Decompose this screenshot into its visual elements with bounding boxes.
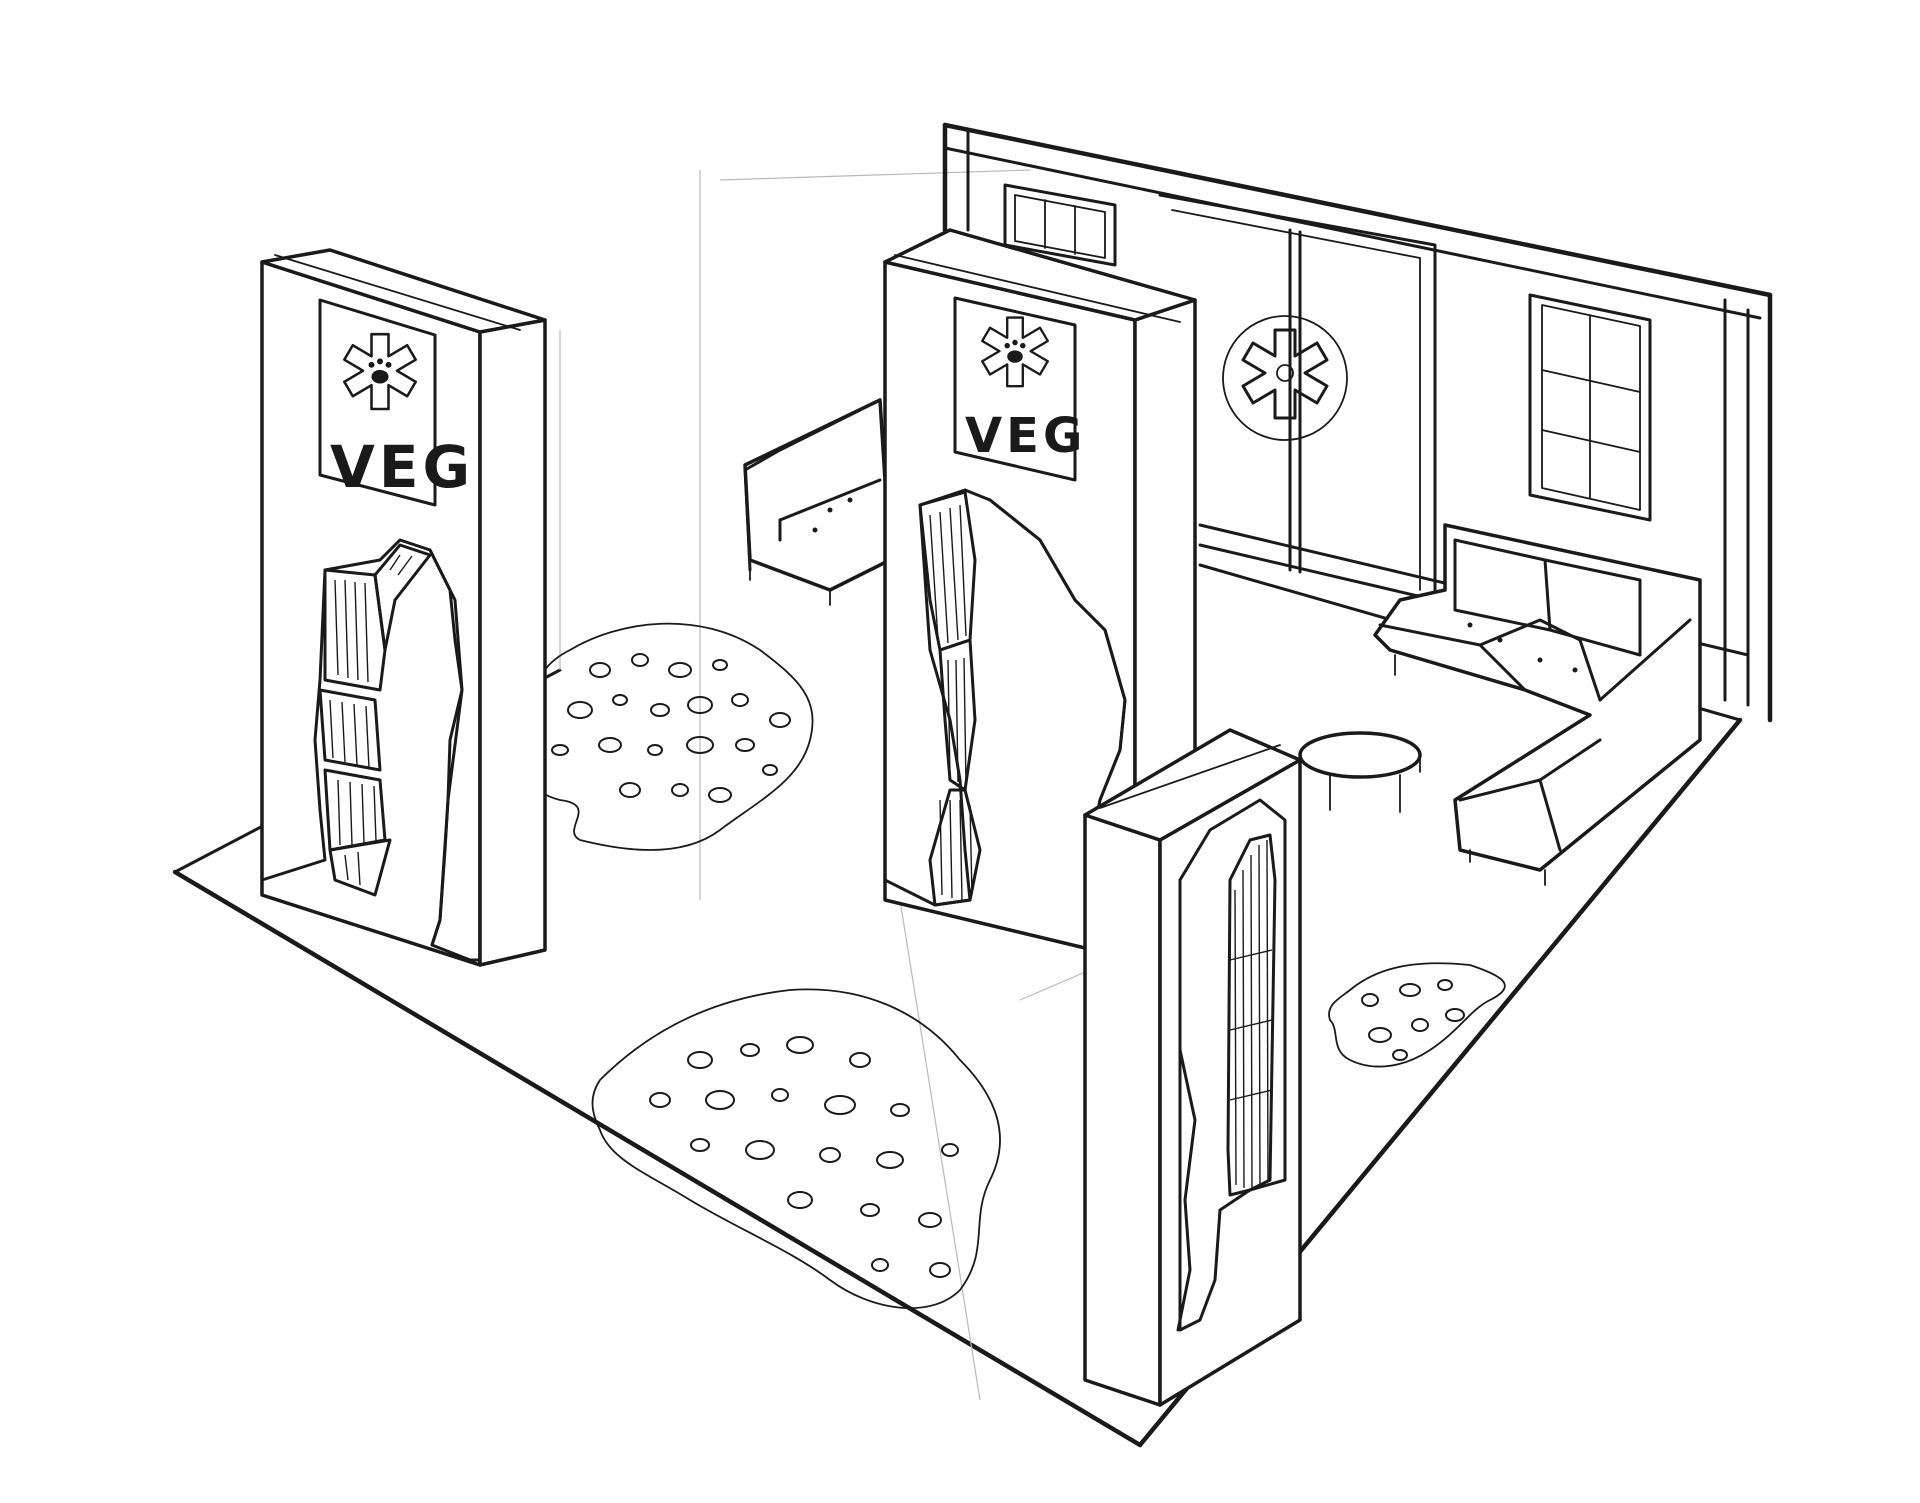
- snowflake-logo-icon: [1222, 315, 1348, 441]
- upper-window: [1003, 183, 1117, 267]
- paw-snowflake-logo-icon: [343, 332, 417, 411]
- spotted-rug-right: [1328, 962, 1506, 1068]
- arch-rock-hatching: [1229, 839, 1273, 1191]
- armchair: [743, 398, 892, 606]
- sectional-sofa: [1373, 523, 1702, 886]
- double-door: [1158, 193, 1437, 602]
- left-tower: VEG: [260, 248, 547, 967]
- left-tower-sign-text: VEG: [330, 433, 474, 501]
- spotted-rug-front: [591, 988, 1001, 1309]
- cave-rock-hatching: [918, 490, 982, 907]
- front-tower: [1083, 728, 1302, 1407]
- right-window: [1528, 293, 1652, 522]
- center-tower-sign-text: VEG: [965, 408, 1086, 464]
- coffee-table: [1298, 731, 1422, 813]
- paw-snowflake-logo-icon: [981, 316, 1049, 388]
- cave-rock-hatching: [318, 543, 432, 897]
